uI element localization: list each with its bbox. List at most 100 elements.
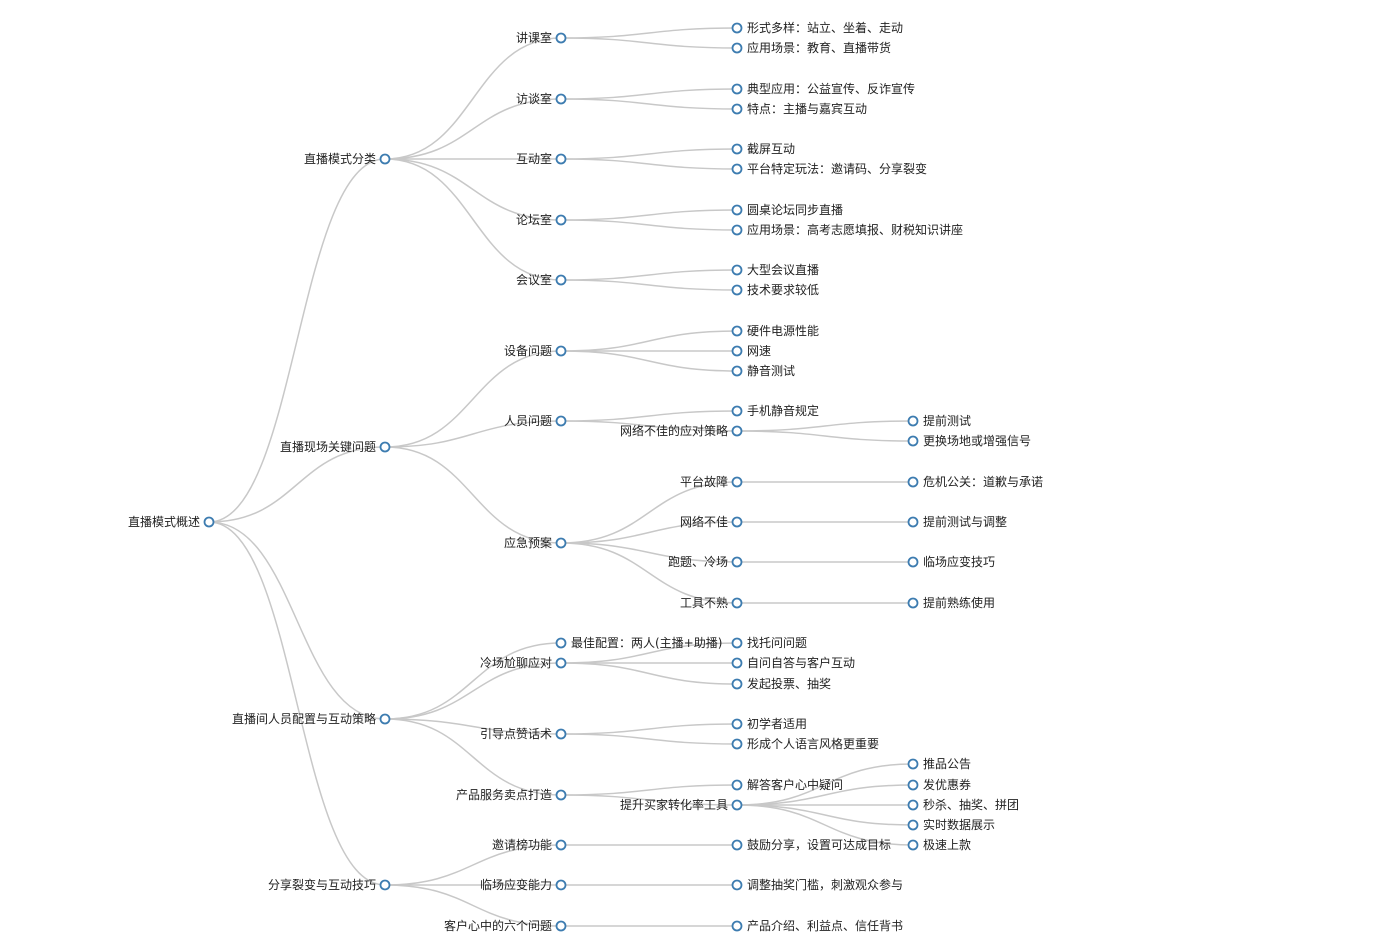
node-toggle-circle[interactable] <box>731 163 743 175</box>
node-toggle-circle[interactable] <box>731 284 743 296</box>
node-toggle-circle[interactable] <box>731 556 743 568</box>
node-toggle-circle[interactable] <box>731 143 743 155</box>
mindmap-node-r-2-1-1[interactable]: 自问自答与客户互动 <box>731 655 856 670</box>
mindmap-node-r-2-3[interactable]: 产品服务卖点打造 <box>456 787 567 802</box>
node-toggle-circle[interactable] <box>731 345 743 357</box>
node-toggle-circle[interactable] <box>555 32 567 44</box>
mindmap-node-r-1-2-0[interactable]: 平台故障 <box>680 474 743 489</box>
node-toggle-circle[interactable] <box>555 274 567 286</box>
node-toggle-circle[interactable] <box>731 425 743 437</box>
mindmap-node-r-0-4[interactable]: 会议室 <box>516 272 567 287</box>
mindmap-node-r-0-1-1[interactable]: 特点：主播与嘉宾互动 <box>731 101 868 116</box>
node-toggle-circle[interactable] <box>203 516 215 528</box>
node-toggle-circle[interactable] <box>555 879 567 891</box>
node-toggle-circle[interactable] <box>379 441 391 453</box>
mindmap-node-r-0-1[interactable]: 访谈室 <box>516 91 567 106</box>
node-toggle-circle[interactable] <box>555 93 567 105</box>
mindmap-node-r-0[interactable]: 直播模式分类 <box>304 152 391 166</box>
mindmap-node-r-1-0[interactable]: 设备问题 <box>504 344 567 358</box>
mindmap-node-r-2-1[interactable]: 冷场尬聊应对 <box>480 655 567 670</box>
node-toggle-circle[interactable] <box>731 637 743 649</box>
mindmap-node-r-2-0[interactable]: 最佳配置：两人(主播+助播) <box>555 636 723 650</box>
mindmap-node-r-2-2-0[interactable]: 初学者适用 <box>731 716 808 731</box>
mindmap-node-r-3-1[interactable]: 临场应变能力 <box>480 877 567 892</box>
node-toggle-circle[interactable] <box>731 325 743 337</box>
mindmap-node-r-0-3[interactable]: 论坛室 <box>516 212 567 227</box>
mindmap-node-r-2-3-1-3[interactable]: 实时数据展示 <box>907 817 996 832</box>
node-toggle-circle[interactable] <box>907 415 919 427</box>
node-toggle-circle[interactable] <box>731 22 743 34</box>
node-toggle-circle[interactable] <box>907 779 919 791</box>
node-toggle-circle[interactable] <box>555 789 567 801</box>
node-toggle-circle[interactable] <box>555 920 567 932</box>
mindmap-node-r-3-0-0[interactable]: 鼓励分享，设置可达成目标 <box>731 837 892 852</box>
mindmap-node-r-2-2[interactable]: 引导点赞话术 <box>480 727 567 741</box>
mindmap-node-r-0-0[interactable]: 讲课室 <box>516 30 567 45</box>
mindmap-node-r-0-0-0[interactable]: 形式多样：站立、坐着、走动 <box>731 20 904 35</box>
node-toggle-circle[interactable] <box>731 597 743 609</box>
node-toggle-circle[interactable] <box>731 657 743 669</box>
node-toggle-circle[interactable] <box>555 415 567 427</box>
mindmap-node-r-0-4-0[interactable]: 大型会议直播 <box>731 263 820 277</box>
mindmap-node-r-0-2-1[interactable]: 平台特定玩法：邀请码、分享裂变 <box>731 161 928 176</box>
mindmap-node-r-0-0-1[interactable]: 应用场景：教育、直播带货 <box>731 40 892 55</box>
mindmap-node-r-2-3-1[interactable]: 提升买家转化率工具 <box>620 797 743 812</box>
node-toggle-circle[interactable] <box>731 920 743 932</box>
mindmap-node-r-1-1[interactable]: 人员问题 <box>504 414 567 428</box>
mindmap-node-r-1-2-3[interactable]: 工具不熟 <box>680 595 743 610</box>
mindmap-node-r-1-0-0[interactable]: 硬件电源性能 <box>731 324 820 338</box>
mindmap-node-r-1-2-1[interactable]: 网络不佳 <box>680 514 743 529</box>
mindmap-node-r-3-0[interactable]: 邀请榜功能 <box>492 837 567 852</box>
node-toggle-circle[interactable] <box>555 637 567 649</box>
mindmap-node-r-0-2[interactable]: 互动室 <box>516 151 567 166</box>
mindmap-node-r-1-2-2-0[interactable]: 临场应变技巧 <box>907 554 996 569</box>
node-toggle-circle[interactable] <box>731 42 743 54</box>
mindmap-node-r-1-2-1-0[interactable]: 提前测试与调整 <box>907 514 1008 529</box>
mindmap-node-r-3-2[interactable]: 客户心中的六个问题 <box>444 918 567 933</box>
node-toggle-circle[interactable] <box>731 879 743 891</box>
mindmap-node-r-0-2-0[interactable]: 截屏互动 <box>731 142 796 156</box>
mindmap-node-r-2-2-1[interactable]: 形成个人语言风格更重要 <box>731 736 880 751</box>
node-toggle-circle[interactable] <box>555 657 567 669</box>
node-toggle-circle[interactable] <box>731 516 743 528</box>
node-toggle-circle[interactable] <box>555 537 567 549</box>
node-toggle-circle[interactable] <box>731 839 743 851</box>
node-toggle-circle[interactable] <box>555 153 567 165</box>
node-toggle-circle[interactable] <box>731 103 743 115</box>
mindmap-node-r-0-4-1[interactable]: 技术要求较低 <box>731 282 820 297</box>
node-toggle-circle[interactable] <box>731 83 743 95</box>
mindmap-node-r-0-3-0[interactable]: 圆桌论坛同步直播 <box>731 203 844 217</box>
mindmap-node-r-2-1-0[interactable]: 找托问问题 <box>731 636 808 650</box>
node-toggle-circle[interactable] <box>907 597 919 609</box>
mindmap-node-r-2-3-1-1[interactable]: 发优惠券 <box>907 777 972 792</box>
mindmap-node-r-3[interactable]: 分享裂变与互动技巧 <box>268 877 391 892</box>
node-toggle-circle[interactable] <box>555 728 567 740</box>
node-toggle-circle[interactable] <box>731 476 743 488</box>
node-toggle-circle[interactable] <box>907 516 919 528</box>
node-toggle-circle[interactable] <box>731 264 743 276</box>
node-toggle-circle[interactable] <box>555 214 567 226</box>
node-toggle-circle[interactable] <box>731 799 743 811</box>
node-toggle-circle[interactable] <box>731 718 743 730</box>
mindmap-node-r-2-3-1-4[interactable]: 极速上款 <box>907 838 972 852</box>
mindmap-node-r-0-3-1[interactable]: 应用场景：高考志愿填报、财税知识讲座 <box>731 222 964 237</box>
node-toggle-circle[interactable] <box>379 713 391 725</box>
mindmap-node-r-1-0-2[interactable]: 静音测试 <box>731 363 796 378</box>
node-toggle-circle[interactable] <box>379 153 391 165</box>
node-toggle-circle[interactable] <box>907 435 919 447</box>
node-toggle-circle[interactable] <box>907 799 919 811</box>
mindmap-node-r-1-1-0[interactable]: 手机静音规定 <box>731 403 820 418</box>
mindmap-node-r-1[interactable]: 直播现场关键问题 <box>280 440 391 454</box>
mindmap-node-r-1-2-0-0[interactable]: 危机公关：道歉与承诺 <box>907 475 1044 489</box>
node-toggle-circle[interactable] <box>555 345 567 357</box>
node-toggle-circle[interactable] <box>731 678 743 690</box>
node-toggle-circle[interactable] <box>907 476 919 488</box>
mindmap-node-r-1-2-3-0[interactable]: 提前熟练使用 <box>907 595 996 610</box>
node-toggle-circle[interactable] <box>731 779 743 791</box>
node-toggle-circle[interactable] <box>907 839 919 851</box>
node-toggle-circle[interactable] <box>907 556 919 568</box>
mindmap-node-r-3-2-0[interactable]: 产品介绍、利益点、信任背书 <box>731 919 904 933</box>
mindmap-node-r-2-3-1-0[interactable]: 推品公告 <box>907 757 972 771</box>
node-toggle-circle[interactable] <box>731 738 743 750</box>
mindmap-node-r-0-1-0[interactable]: 典型应用：公益宣传、反诈宣传 <box>731 81 916 96</box>
